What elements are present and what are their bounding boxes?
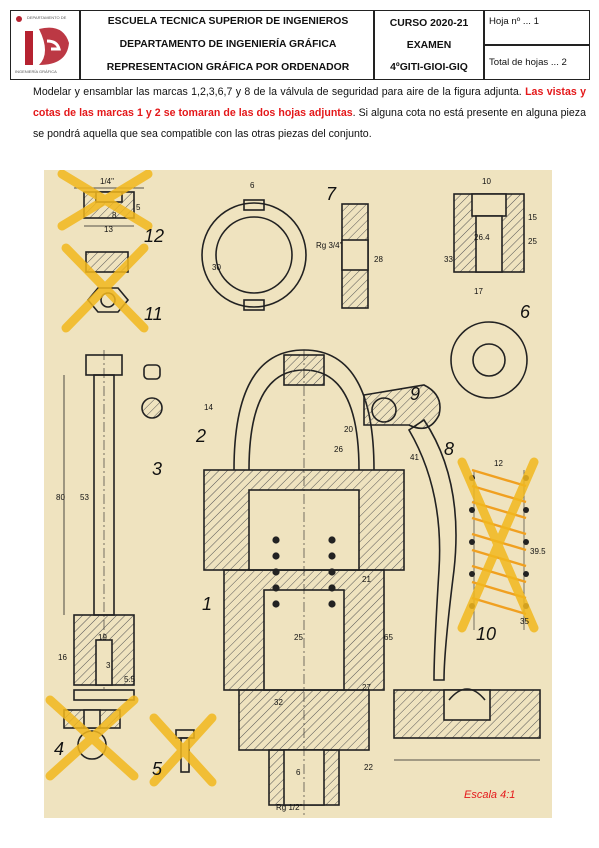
- dim-6: 30: [212, 263, 221, 272]
- mark-5: 5: [152, 759, 163, 779]
- department-logo: [12, 12, 78, 78]
- dim-23: 27: [362, 683, 371, 692]
- dim-30: 22: [364, 763, 373, 772]
- dim-34: 5.5: [124, 675, 136, 684]
- main-assembly-view: [203, 349, 457, 815]
- logo-caption: INGENIERÍA GRÁFICA: [15, 69, 57, 74]
- degrees-label: 4ºGITI-GIOI-GIQ: [390, 62, 468, 73]
- dim-10: 15: [528, 213, 537, 222]
- dim-25: 65: [384, 633, 393, 642]
- mark-7: 7: [326, 184, 337, 204]
- dim-0: 1/4": [100, 177, 114, 186]
- dim-33: Rg 1/2": [276, 803, 303, 812]
- mark-11: 11: [144, 304, 163, 324]
- course-cell: CURSO 2020-21 EXAMEN 4ºGITI-GIOI-GIQ: [374, 10, 484, 80]
- dim-3: 5: [136, 203, 141, 212]
- title-cell: ESCUELA TECNICA SUPERIOR DE INGENIEROS D…: [80, 10, 374, 80]
- mark-8: 8: [444, 439, 454, 459]
- dim-29: 35: [520, 617, 529, 626]
- dim-5: 10: [482, 177, 491, 186]
- dim-22: 41: [410, 453, 419, 462]
- dim-18: 3: [106, 661, 111, 670]
- part-1-detail-view: [393, 688, 541, 761]
- dim-7: 28: [374, 255, 383, 264]
- instructions-paragraph: Modelar y ensamblar las marcas 1,2,3,6,7…: [33, 82, 586, 145]
- dim-26: 25: [294, 633, 303, 642]
- instructions-intro: Modelar y ensamblar las marcas 1,2,3,6,7…: [33, 86, 522, 98]
- dim-9: 26.4: [474, 233, 490, 242]
- mark-9: 9: [410, 384, 420, 404]
- instructions-rest: . Si alguna cota no está presente en alg…: [33, 107, 586, 140]
- mark-2: 2: [195, 426, 206, 446]
- total-sheets: Total de hojas ... 2: [489, 57, 567, 68]
- dim-4: 6: [250, 181, 255, 190]
- mark-3: 3: [152, 459, 162, 479]
- dim-12: 17: [474, 287, 483, 296]
- mark-12: 12: [144, 226, 164, 246]
- dim-27: 12: [494, 459, 503, 468]
- logo-cell: DEPARTAMENTO DE INGENIERÍA GRÁFICA: [10, 10, 80, 80]
- instructions-highlight: Las vistas y cotas de las marcas 1 y 2 s…: [33, 86, 586, 119]
- dim-24: 32: [274, 698, 283, 707]
- dim-19: 14: [204, 403, 213, 412]
- total-cell: Total de hojas ... 2: [484, 45, 590, 80]
- dim-8: Rg 3/4": [316, 241, 343, 250]
- sheet-cell: Hoja nº ... 1: [484, 10, 590, 45]
- dim-2: 13: [104, 225, 113, 234]
- dim-32: 21: [362, 575, 371, 584]
- dim-11: 25: [528, 237, 537, 246]
- part-11-view: [85, 251, 130, 313]
- dim-1: 8: [112, 211, 117, 220]
- excluded-parts-crosses: [45, 169, 539, 787]
- scale-label: Escala 4:1: [464, 789, 515, 801]
- valve-assembly-drawing: 12 11 3 4 5 7 6 9 8 10 2 1 1/4" 8 13 5 6…: [45, 169, 546, 815]
- course-label: CURSO 2020-21: [389, 18, 469, 29]
- part-3-view: [63, 350, 163, 701]
- dim-14: 80: [56, 493, 65, 502]
- dim-20: 20: [344, 425, 353, 434]
- dim-17: 19: [98, 633, 107, 642]
- school-name: ESCUELA TECNICA SUPERIOR DE INGENIEROS: [107, 16, 349, 27]
- department-name: DEPARTAMENTO DE INGENIERÍA GRÁFICA: [119, 39, 337, 50]
- dim-21: 26: [334, 445, 343, 454]
- dim-31: 6: [296, 768, 301, 777]
- sheet-number: Hoja nº ... 1: [489, 16, 539, 27]
- mark-10: 10: [476, 624, 496, 644]
- dim-15: 53: [80, 493, 89, 502]
- part-7-view: [201, 199, 369, 311]
- part-6-view: [450, 193, 528, 399]
- dim-13: 33: [444, 255, 453, 264]
- dim-16: 16: [58, 653, 67, 662]
- mark-1: 1: [202, 594, 212, 614]
- mark-6: 6: [520, 302, 531, 322]
- subject-name: REPRESENTACION GRÁFICA POR ORDENADOR: [106, 62, 350, 73]
- exam-label: EXAMEN: [406, 40, 452, 51]
- dimension-labels: 1/4" 8 13 5 6 10 30 28 Rg 3/4" 26.4 15 2…: [56, 177, 546, 812]
- logo-top-text: DEPARTAMENTO DE: [27, 15, 67, 20]
- dim-28: 39.5: [530, 547, 546, 556]
- mark-4: 4: [54, 739, 64, 759]
- part-mark-labels: 12 11 3 4 5 7 6 9 8 10 2 1: [54, 184, 531, 779]
- technical-drawing: 12 11 3 4 5 7 6 9 8 10 2 1 1/4" 8 13 5 6…: [44, 169, 552, 818]
